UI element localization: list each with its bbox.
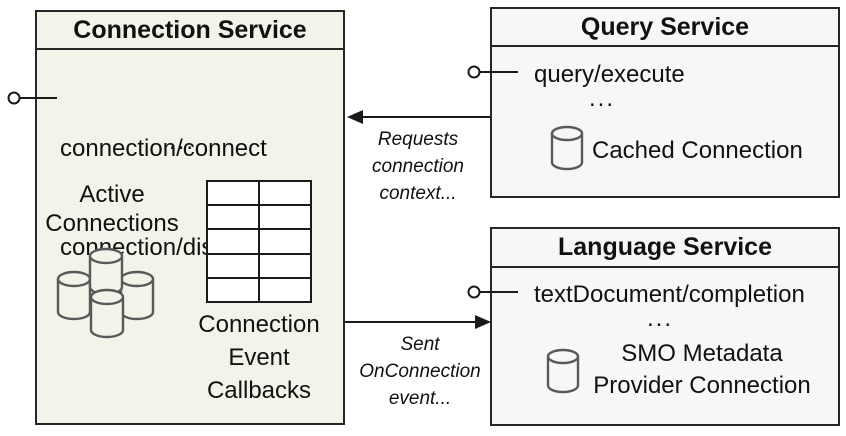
callbacks-table-icon — [206, 180, 312, 303]
active-connections-cylinders-icon — [56, 247, 155, 339]
cached-connection-label: Cached Connection — [592, 137, 803, 164]
connection-service-box: Connection Service connection/connect co… — [35, 10, 345, 425]
connection-service-title: Connection Service — [37, 12, 343, 50]
query-service-title: Query Service — [492, 9, 838, 47]
requests-connection-arrow — [347, 110, 490, 124]
sent-onconnection-event-label: Sent OnConnection event... — [359, 334, 481, 409]
connection-methods-ellipsis: ... — [168, 128, 195, 155]
language-methods-ellipsis: ... — [646, 305, 673, 332]
method-textdocument-completion: textDocument/completion — [534, 281, 805, 308]
method-connection-connect: connection/connect — [60, 135, 267, 162]
requests-connection-context-label: Requests connection context... — [372, 129, 464, 204]
language-service-title: Language Service — [492, 229, 838, 268]
cached-connection-cylinder-icon — [550, 125, 584, 171]
connection-event-callbacks-label: Connection Event Callbacks — [198, 311, 320, 404]
smo-metadata-provider-connection-label: SMO Metadata Provider Connection — [593, 340, 811, 399]
language-service-box: Language Service textDocument/completion… — [490, 227, 840, 426]
method-query-execute: query/execute — [534, 61, 685, 88]
onconnection-event-arrow — [345, 315, 491, 329]
query-service-box: Query Service query/execute ... Cached C… — [490, 7, 840, 198]
query-methods-ellipsis: ... — [588, 85, 615, 112]
smo-connection-cylinder-icon — [546, 348, 580, 394]
active-connections-label: Active Connections — [45, 181, 179, 237]
